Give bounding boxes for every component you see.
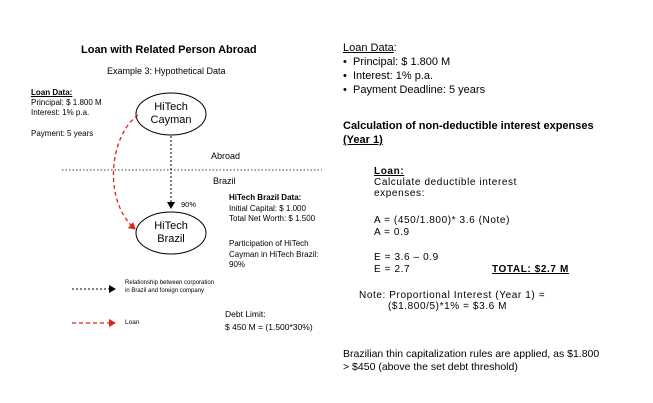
participation-line1: Participation of HiTech bbox=[229, 239, 309, 248]
node-brazil-line2: Brazil bbox=[157, 233, 185, 245]
calc-note-line1: Note: Proportional Interest (Year 1) = bbox=[359, 290, 546, 301]
legend-relationship-label: Relationship between corporation in Braz… bbox=[125, 279, 214, 295]
label-brazil: Brazil bbox=[213, 176, 236, 186]
node-cayman-shape bbox=[135, 92, 207, 136]
diagram-title: Loan with Related Person Abroad bbox=[81, 44, 257, 56]
calc-heading: Loan: bbox=[374, 166, 405, 177]
calc-e2: E = 2.7 bbox=[374, 264, 411, 275]
left-loan-heading: Loan Data: bbox=[31, 88, 73, 97]
left-loan-data: Loan Data: Principal: $ 1.800 M Interest… bbox=[31, 88, 102, 139]
right-loan-heading-colon: : bbox=[393, 42, 397, 54]
conclusion-line2: > $450 (above the set debt threshold) bbox=[343, 361, 518, 373]
calc-a2: A = 0.9 bbox=[374, 227, 410, 238]
calc-title-line1: Calculation of non-deductible interest e… bbox=[343, 120, 594, 132]
brazil-data-networth: Total Net Worth: $ 1.500 bbox=[229, 214, 316, 223]
calc-title-line2: (Year 1) bbox=[343, 134, 383, 146]
node-brazil-label: HiTech Brazil bbox=[136, 220, 206, 246]
calc-title: Calculation of non-deductible interest e… bbox=[343, 119, 594, 147]
left-loan-interest: Interest: 1% p.a. bbox=[31, 108, 90, 117]
node-brazil-line1: HiTech bbox=[154, 220, 188, 232]
brazil-data-heading: HiTech Brazil Data: bbox=[229, 193, 302, 202]
arrow-percentage: 90% bbox=[181, 200, 197, 209]
right-loan-bullet-principal: Principal: $ 1.800 M bbox=[343, 55, 485, 69]
participation: Participation of HiTech Cayman in HiTech… bbox=[229, 239, 318, 271]
calc-note-line2: ($1.800/5)*1% = $3.6 M bbox=[388, 301, 508, 312]
node-cayman-line1: HiTech bbox=[154, 101, 188, 113]
calc-intro-line2: expenses: bbox=[374, 188, 425, 199]
debt-limit-label: Debt Limit: bbox=[225, 309, 266, 319]
debt-limit-value: $ 450 M = (1.500*30%) bbox=[225, 322, 313, 332]
loan-arrow bbox=[112, 114, 139, 230]
legend-loan-label: Loan bbox=[125, 319, 140, 326]
node-brazil-shape bbox=[135, 211, 207, 255]
right-loan-bullets: Principal: $ 1.800 M Interest: 1% p.a. P… bbox=[343, 55, 485, 97]
left-loan-principal: Principal: $ 1.800 M bbox=[31, 98, 102, 107]
brazil-data: HiTech Brazil Data: Initial Capital: $ 1… bbox=[229, 193, 315, 225]
conclusion-line1: Brazilian thin capitalization rules are … bbox=[343, 348, 600, 360]
calc-e1: E = 3.6 – 0.9 bbox=[374, 252, 439, 263]
participation-line2: Cayman in HiTech Brazil: bbox=[229, 249, 319, 259]
right-loan-heading-row: Loan Data: bbox=[343, 41, 485, 55]
node-cayman-line2: Cayman bbox=[150, 114, 192, 126]
debt-limit: Debt Limit: $ 450 M = (1.500*30%) bbox=[225, 308, 313, 334]
calc-intro-line1: Calculate deductible interest bbox=[374, 177, 518, 188]
node-cayman-label: HiTech Cayman bbox=[136, 101, 206, 127]
conclusion: Brazilian thin capitalization rules are … bbox=[343, 348, 599, 374]
left-loan-payment: Payment: 5 years bbox=[31, 129, 94, 138]
legend-relationship-line2: in Brazil and foreign company bbox=[125, 288, 205, 294]
calc-block: Loan: Calculate deductible interest expe… bbox=[374, 166, 517, 199]
calc-a1: A = (450/1.800)* 3.6 (Note) bbox=[374, 215, 510, 226]
label-abroad: Abroad bbox=[211, 151, 241, 161]
right-loan-data: Loan Data: Principal: $ 1.800 M Interest… bbox=[343, 41, 485, 97]
calc-total: TOTAL: $2.7 M bbox=[492, 264, 569, 275]
right-loan-bullet-deadline: Payment Deadline: 5 years bbox=[343, 83, 485, 97]
brazil-data-capital: Initial Capital: $ 1.000 bbox=[229, 203, 306, 213]
legend-relationship-line1: Relationship between corporation bbox=[125, 280, 215, 286]
right-loan-bullet-interest: Interest: 1% p.a. bbox=[343, 69, 485, 83]
participation-line3: 90% bbox=[229, 260, 246, 269]
right-loan-heading: Loan Data bbox=[343, 42, 394, 54]
diagram-subtitle: Example 3: Hypothetical Data bbox=[107, 66, 226, 76]
